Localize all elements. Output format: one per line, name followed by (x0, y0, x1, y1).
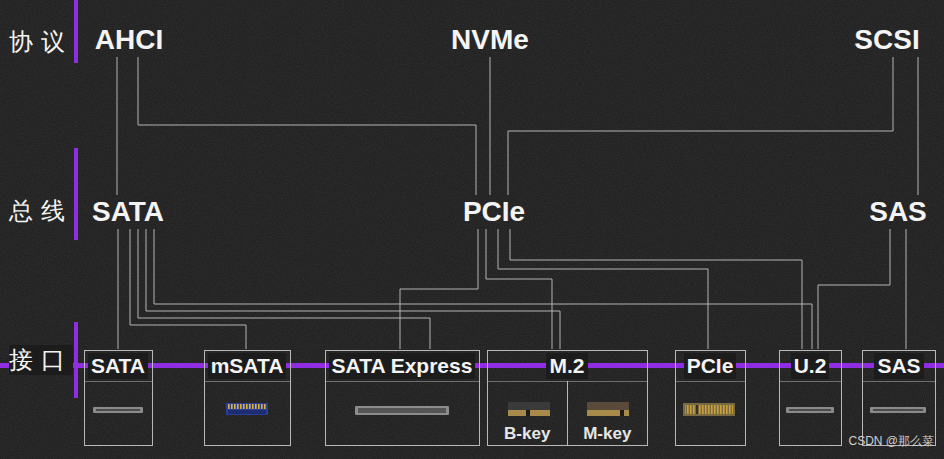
interface-header: U.2 (780, 351, 841, 382)
watermark: CSDN @那么菜 (848, 433, 934, 450)
bus-name: SAS (869, 196, 927, 227)
connector (818, 229, 890, 349)
interface-box: U.2 (779, 350, 842, 446)
interface-header: SATA Express (326, 351, 479, 382)
interface-box: mSATA (204, 350, 291, 446)
connector (117, 57, 118, 195)
protocol-node: NVMe (449, 24, 531, 56)
key-name: B-key (488, 424, 568, 444)
connector (154, 229, 812, 349)
sata-port (93, 407, 143, 413)
interface-name: PCIe (684, 353, 737, 379)
u2-port (786, 407, 834, 413)
interface-header: SATA (85, 351, 152, 382)
protocol-node: AHCI (93, 24, 165, 56)
connector (400, 229, 478, 349)
interface-box: SATA (84, 350, 153, 446)
connector (138, 57, 476, 195)
connector (508, 57, 893, 195)
pcie-slot (683, 403, 735, 416)
interface-box: SAS (862, 350, 936, 446)
interface-header: PCIe (676, 351, 745, 382)
interface-name: mSATA (208, 353, 287, 379)
interface-header: mSATA (205, 351, 290, 382)
interface-box: M.2B-keyM-key (487, 350, 648, 446)
interface-name: SATA Express (329, 353, 476, 379)
interface-name: SAS (874, 353, 923, 379)
sata-express-port (355, 406, 449, 415)
bus-node: SAS (867, 196, 929, 228)
m2-m-key-socket (587, 402, 629, 416)
row-label: 总线 (9, 196, 73, 226)
bus-name: PCIe (463, 196, 525, 227)
row-label: 协议 (9, 27, 73, 57)
interface-name: SATA (88, 353, 148, 379)
connector (118, 229, 119, 349)
interface-name: M.2 (546, 353, 587, 379)
connector (138, 229, 430, 349)
connector (498, 229, 708, 349)
protocol-name: AHCI (95, 24, 163, 55)
protocol-node: SCSI (852, 24, 921, 56)
key-name: M-key (568, 424, 647, 444)
bus-node: SATA (90, 196, 166, 228)
interface-box: SATA Express (325, 350, 480, 446)
interface-name: U.2 (791, 353, 830, 379)
connector (130, 229, 246, 349)
key-variant: M-key (567, 381, 647, 445)
interface-header: M.2 (488, 351, 647, 382)
msata-port (226, 403, 268, 415)
sas-port (870, 407, 926, 413)
bus-node: PCIe (461, 196, 527, 228)
connector (490, 57, 491, 195)
interface-header: SAS (863, 351, 935, 382)
connector (510, 229, 802, 349)
protocol-name: SCSI (854, 24, 919, 55)
m2-b-key-socket (508, 402, 550, 416)
protocol-name: NVMe (451, 24, 529, 55)
connector (486, 229, 552, 349)
key-variant: B-key (488, 381, 568, 445)
bus-name: SATA (92, 196, 164, 227)
interface-box: PCIe (675, 350, 746, 446)
row-label: 接口 (9, 345, 73, 375)
connector (918, 57, 919, 195)
connector (906, 229, 907, 349)
